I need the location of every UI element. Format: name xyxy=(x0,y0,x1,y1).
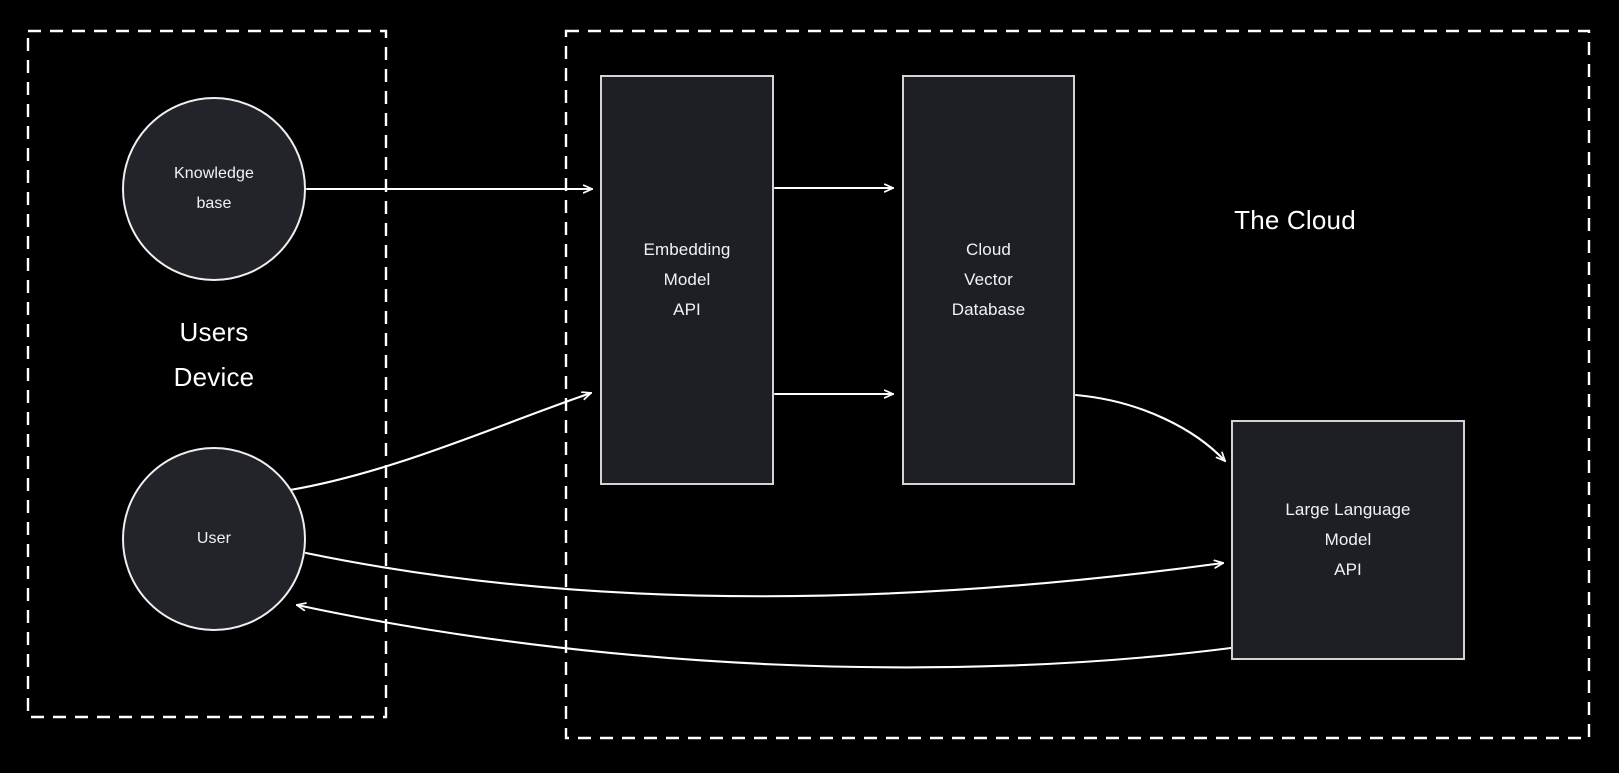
node-user[interactable]: User xyxy=(122,447,306,631)
node-cloud-vector-database[interactable]: Cloud Vector Database xyxy=(902,75,1075,485)
node-label-large-language-model-api: Large Language Model API xyxy=(1285,500,1411,579)
node-embedding-model-api[interactable]: Embedding Model API xyxy=(600,75,774,485)
node-label-user: User xyxy=(196,530,232,547)
zone-label-users-device: Users Device xyxy=(173,317,255,392)
node-knowledge-base[interactable]: Knowledge base xyxy=(122,97,306,281)
connector-llm-to-user xyxy=(295,605,1233,669)
node-label-cloud-vector-database: Cloud Vector Database xyxy=(951,240,1026,319)
connector-user-to-embedding-model xyxy=(288,393,593,492)
zone-label-the-cloud: The Cloud xyxy=(1234,205,1356,235)
connector-vector-database-to-llm xyxy=(1074,393,1227,463)
node-label-knowledge-base: Knowledge base xyxy=(173,165,255,212)
node-label-embedding-model-api: Embedding Model API xyxy=(643,240,731,319)
connector-user-to-llm xyxy=(304,551,1225,598)
node-large-language-model-api[interactable]: Large Language Model API xyxy=(1231,420,1465,660)
